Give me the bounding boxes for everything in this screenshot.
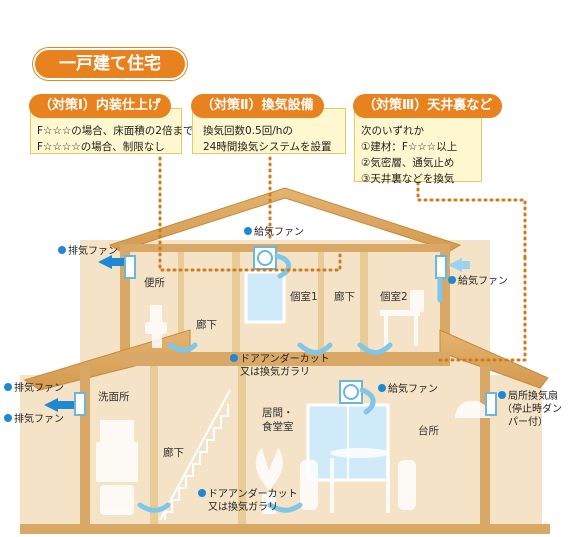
blue-dot-icon (58, 246, 66, 254)
blue-dot-icon (4, 414, 12, 422)
blue-dot-icon (4, 383, 12, 391)
label-supply-fan-2f: 給気ファン (448, 275, 508, 288)
blue-dot-icon (498, 391, 506, 399)
measure-1-line: F☆☆☆☆の場合、制限なし (37, 141, 165, 153)
measure-3-line: ③天井裏などを換気 (361, 173, 455, 185)
label-door-undercut-1f: ドアアンダーカット又は換気ガラリ (198, 488, 298, 514)
room-private2: 個室2 (380, 291, 408, 303)
fan-attic (253, 246, 277, 270)
room-washroom: 洗面所 (98, 391, 130, 403)
room-living-line1: 居間・ (262, 407, 294, 419)
blue-dot-icon (244, 227, 252, 235)
measure-box-2: （対策Ⅱ）換気設備 換気回数0.5回/hの 24時間換気システムを設置 (191, 94, 346, 154)
room-toilet: 便所 (144, 277, 165, 289)
blue-dot-icon (448, 276, 456, 284)
measure-2-heading: （対策Ⅱ）換気設備 (191, 94, 324, 118)
label-door-undercut-2f: ドアアンダーカット又は換気ガラリ (230, 353, 330, 379)
label-supply-fan-attic: 給気ファン (244, 226, 304, 239)
label-exhaust-fan-1f-a: 排気ファン (4, 382, 64, 395)
room-private1: 個室1 (290, 291, 318, 303)
room-kitchen: 台所 (418, 425, 439, 437)
label-local-fan: 局所換気扇（停止時ダンパー付） (498, 390, 562, 429)
blue-dot-icon (198, 489, 206, 497)
label-exhaust-fan-1f-b: 排気ファン (4, 413, 64, 426)
measure-2-line: 24時間換気システムを設置 (203, 141, 332, 153)
measure-3-heading: （対策Ⅲ）天井裏など (353, 94, 503, 118)
measure-1-heading: （対策Ⅰ）内装仕上げ (29, 94, 171, 118)
measure-3-line: ①建材：F☆☆☆以上 (361, 141, 458, 153)
measure-2-line: 換気回数0.5回/hの (203, 125, 293, 137)
measure-3-line: ②気密層、通気止め (361, 157, 455, 169)
room-hall-1f: 廊下 (163, 447, 184, 459)
measure-box-3: （対策Ⅲ）天井裏など 次のいずれか ①建材：F☆☆☆以上 ②気密層、通気止め ③… (353, 94, 503, 185)
room-living-line2: 食堂室 (262, 421, 294, 433)
room-living: 居間・食堂室 (262, 406, 294, 434)
measure-box-1: （対策Ⅰ）内装仕上げ F☆☆☆の場合、床面積の2倍まで F☆☆☆☆の場合、制限な… (29, 94, 193, 154)
fan-living (339, 380, 363, 404)
blue-dot-icon (378, 384, 386, 392)
window-private1 (244, 270, 286, 324)
room-hall-2f: 廊下 (196, 319, 217, 331)
label-exhaust-fan-2f: 排気ファン (58, 245, 118, 258)
measure-1-line: F☆☆☆の場合、床面積の2倍まで (37, 125, 194, 137)
measure-3-line: 次のいずれか (361, 125, 424, 137)
room-hall-2f-b: 廊下 (334, 291, 355, 303)
page-title: 一戸建て住宅 (33, 48, 187, 80)
blue-dot-icon (230, 354, 238, 362)
label-supply-fan-1f: 給気ファン (378, 383, 438, 396)
